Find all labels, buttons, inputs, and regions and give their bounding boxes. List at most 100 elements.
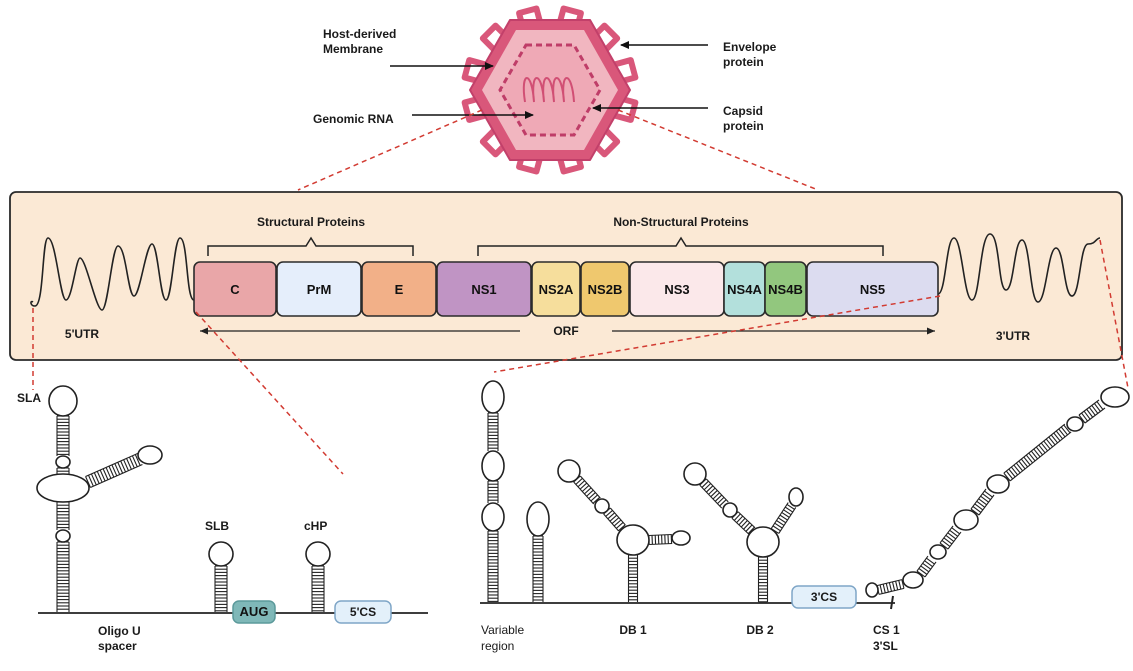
db2-bulge	[722, 502, 738, 518]
oligo-u-label-2: spacer	[98, 639, 137, 653]
segment-ns3: NS3	[629, 261, 725, 317]
db1-arm-1	[573, 475, 601, 505]
envelope-spike	[461, 95, 486, 123]
host-membrane-label-2: Membrane	[323, 42, 383, 56]
segment-label-ns1: NS1	[471, 282, 496, 297]
db1-loop	[557, 459, 581, 483]
utr3-label: 3'UTR	[996, 329, 1031, 343]
db1-arm-3	[648, 533, 673, 546]
cs5-box	[334, 600, 392, 624]
segment-ns4a: NS4A	[723, 261, 766, 317]
cs5-label: 5'CS	[350, 605, 376, 619]
chp-stem	[311, 565, 325, 612]
db2-arm-2	[731, 511, 756, 535]
zoom-guide-5utr-right	[195, 311, 344, 475]
db2-label: DB 2	[746, 623, 774, 637]
segment-ns4b: NS4B	[764, 261, 807, 317]
sl-bulge-2	[929, 544, 947, 560]
segment-label-ns3: NS3	[664, 282, 689, 297]
sl-stem-3	[970, 488, 995, 516]
segment-label-ns4a: NS4A	[727, 282, 762, 297]
segment-e: E	[361, 261, 437, 317]
sla-upper-stem	[56, 415, 70, 456]
chp-label: cHP	[304, 519, 327, 533]
polyprotein-segments: C PrM E NS1 NS2A NS2B NS3 NS4A NS4B NS5	[193, 261, 939, 317]
db1-label: DB 1	[619, 623, 647, 637]
segment-c: C	[193, 261, 277, 317]
aug-box	[232, 600, 276, 624]
host-membrane-label-1: Host-derived	[323, 27, 396, 41]
sl-stem-4	[1003, 423, 1072, 482]
db1-stem	[627, 554, 639, 602]
utr3-secondary-structure: 3'CS	[480, 380, 1130, 610]
structural-proteins-title: Structural Proteins	[257, 215, 365, 229]
variable-loop-2	[526, 501, 550, 537]
utr3-end-tick	[890, 595, 894, 610]
db2-stem	[757, 556, 769, 603]
slb-stem	[214, 565, 228, 612]
sla-junction	[36, 473, 90, 503]
sl-bulge-5	[1066, 416, 1084, 432]
segment-label-ns4b: NS4B	[768, 282, 803, 297]
segment-box-ns2a	[531, 261, 581, 317]
segment-box-ns2b	[580, 261, 630, 317]
segment-ns2b: NS2B	[580, 261, 630, 317]
db2-loop	[683, 462, 707, 486]
segment-label-ns2a: NS2A	[539, 282, 574, 297]
genomic-rna-label: Genomic RNA	[313, 112, 394, 126]
variable-stem-2	[487, 480, 499, 503]
utr3-squiggle	[937, 233, 1101, 303]
variable-region-label-1: Variable	[481, 623, 524, 637]
sla-side-loop	[137, 445, 163, 465]
utr5-squiggle	[30, 237, 195, 311]
variable-stem-4	[532, 535, 544, 602]
segment-ns2a: NS2A	[531, 261, 581, 317]
structural-bracket	[207, 236, 414, 256]
sla-stem	[56, 415, 325, 612]
segment-prm: PrM	[276, 261, 362, 317]
sla-base-stem	[56, 541, 70, 612]
nonstructural-proteins-title: Non-Structural Proteins	[613, 215, 749, 229]
envelope-spike	[591, 22, 621, 52]
slb-label: SLB	[205, 519, 229, 533]
cs1-loop	[865, 582, 879, 598]
genomic-rna-coil	[522, 77, 575, 103]
sla-bulge-2	[55, 529, 71, 543]
cs1-label: CS 1	[873, 623, 900, 637]
capsid-label-2: protein	[723, 119, 764, 133]
segment-label-c: C	[230, 282, 240, 297]
segment-box-c	[193, 261, 277, 317]
variable-region-label-2: region	[481, 639, 514, 653]
segment-label-ns2b: NS2B	[588, 282, 623, 297]
utr5-secondary-structure: AUG 5'CS	[36, 385, 428, 624]
chp-loop	[305, 541, 331, 567]
utr5-label: 5'UTR	[65, 327, 100, 341]
sla-loop	[48, 385, 78, 417]
envelope-spike	[614, 57, 639, 85]
segment-label-ns5: NS5	[860, 282, 885, 297]
nonstructural-bracket	[477, 236, 884, 256]
sl-stem-5	[1078, 399, 1106, 424]
zoom-guide-3utr-left	[493, 295, 941, 373]
sla-bulge-1	[55, 455, 71, 469]
db2-arm-3	[770, 502, 797, 534]
virion-illustration	[461, 5, 639, 175]
slb-loop	[208, 541, 234, 567]
segment-box-e	[361, 261, 437, 317]
envelope-spike	[479, 128, 509, 158]
sl-terminal-loop	[1100, 386, 1130, 408]
aug-label: AUG	[240, 604, 269, 619]
cs3-label: 3'CS	[811, 590, 837, 604]
segment-label-e: E	[395, 282, 404, 297]
envelope-label-2: protein	[723, 55, 764, 69]
variable-stem-3	[487, 530, 499, 602]
sl-bulge-4	[986, 474, 1010, 494]
db1-side-loop	[671, 530, 691, 546]
db2-junction	[746, 526, 780, 558]
sl-bulge-3	[953, 509, 979, 531]
cs3-box	[791, 585, 857, 609]
sl3-label: 3'SL	[873, 639, 898, 653]
envelope-spike	[461, 57, 486, 85]
segment-box-ns5	[806, 261, 939, 317]
